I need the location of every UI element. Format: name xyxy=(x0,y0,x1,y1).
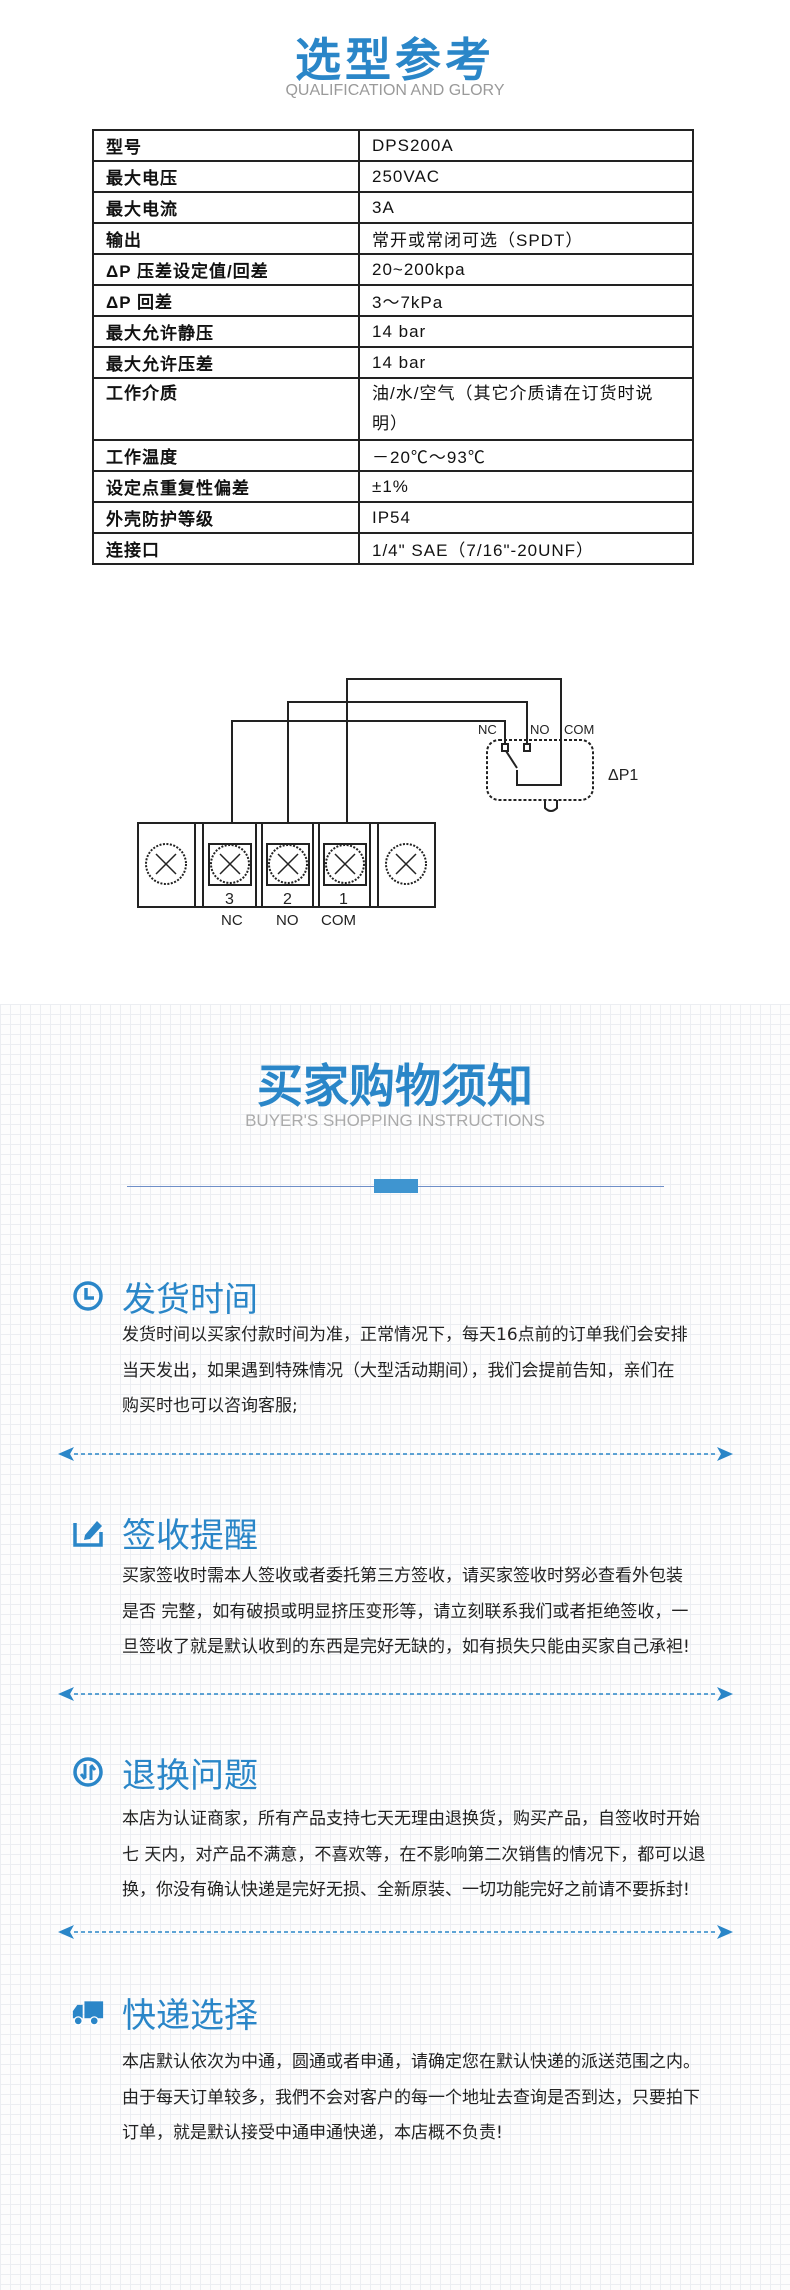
pressure-switch: NC NO COM ΔP1 xyxy=(478,722,638,812)
section-title: 发货时间 xyxy=(122,1279,258,1320)
instructions-subtitle: BUYER'S SHOPPING INSTRUCTIONS xyxy=(245,1111,545,1130)
edit-icon xyxy=(73,1521,103,1547)
spec-key: 最大电压 xyxy=(92,160,360,193)
spec-row: 工作介质油/水/空气（其它介质请在订货时说明） xyxy=(92,377,694,441)
section-courier: 快递选择 xyxy=(72,1992,258,2036)
spec-key: ΔP 压差设定值/回差 xyxy=(92,253,360,286)
spec-value: 油/水/空气（其它介质请在订货时说明） xyxy=(358,377,694,441)
wire-nc xyxy=(231,720,506,823)
wires xyxy=(231,678,562,823)
spec-value: 250VAC xyxy=(358,160,694,193)
terminal-block: 3 2 1 NC NO COM xyxy=(137,822,436,929)
spec-key: 最大电流 xyxy=(92,191,360,224)
section-body: 本店为认证商家，所有产品支持七天无理由退换货，购买产品，自签收时开始 七 天内，… xyxy=(122,1802,732,1909)
terminal-number-3: 3 xyxy=(225,891,234,908)
spec-row: 工作温度－20℃～93℃ xyxy=(92,439,694,472)
device-name: ΔP1 xyxy=(608,767,638,784)
section-body: 本店默认依次为中通，圆通或者申通，请确定您在默认快递的派送范围之内。 由于每天订… xyxy=(122,2045,732,2152)
section-receipt-reminder: 签收提醒 xyxy=(72,1512,258,1556)
device-label-com: COM xyxy=(564,722,594,737)
body-line: 买家签收时需本人签收或者委托第三方签收，请买家签收时努必查看外包装 xyxy=(122,1566,683,1586)
title-divider-block xyxy=(374,1179,418,1193)
selection-subtitle: QUALIFICATION AND GLORY xyxy=(285,82,505,99)
spec-value: 20~200kpa xyxy=(358,253,694,286)
spec-value: IP54 xyxy=(358,501,694,534)
exchange-icon xyxy=(73,1757,103,1787)
dashed-divider xyxy=(58,1687,733,1701)
body-line: 旦签收了就是默认收到的东西是完好无缺的，如有损失只能由买家自己承袒! xyxy=(122,1637,690,1657)
device-label-nc: NC xyxy=(478,722,497,737)
spec-value: 14 bar xyxy=(358,346,694,379)
instructions-background xyxy=(0,1004,790,2290)
spec-value: 3A xyxy=(358,191,694,224)
terminal-label-nc: NC xyxy=(221,912,243,929)
spec-key: 设定点重复性偏差 xyxy=(92,470,360,503)
wiring-diagram: NC NO COM ΔP1 3 2 1 NC NO COM xyxy=(137,678,638,929)
section-shipping-time: 发货时间 xyxy=(72,1276,258,1320)
body-line: 本店默认依次为中通，圆通或者申通，请确定您在默认快递的派送范围之内。 xyxy=(122,2052,700,2072)
spec-value: －20℃～93℃ xyxy=(358,439,694,472)
body-line: 本店为认证商家，所有产品支持七天无理由退换货，购买产品，自签收时开始 xyxy=(122,1809,700,1829)
section-body: 买家签收时需本人签收或者委托第三方签收，请买家签收时努必查看外包装 是否 完整，… xyxy=(122,1559,732,1666)
selection-title: 选型参考 xyxy=(295,33,495,87)
section-title: 快递选择 xyxy=(122,1995,258,2036)
terminal-label-com: COM xyxy=(321,912,356,929)
dashed-divider xyxy=(58,1925,733,1939)
body-line: 换，你没有确认快递是完好无损、全新原装、一切功能完好之前请不要拆封! xyxy=(122,1880,690,1900)
truck-icon xyxy=(72,2001,104,2026)
spec-key: 输出 xyxy=(92,222,360,255)
spec-value: 3～7kPa xyxy=(358,284,694,317)
body-line: 是否 完整，如有破损或明显挤压变形等，请立刻联系我们或者拒绝签收，一 xyxy=(122,1601,689,1622)
terminal-number-1: 1 xyxy=(339,891,348,908)
wire-no xyxy=(287,701,528,823)
spec-value: 1/4" SAE（7/16"-20UNF） xyxy=(358,532,694,565)
instructions-title: 买家购物须知 xyxy=(257,1059,533,1113)
terminal-number-2: 2 xyxy=(283,891,292,908)
spec-key: 工作介质 xyxy=(92,377,360,441)
section-title: 签收提醒 xyxy=(122,1515,258,1556)
spec-value: DPS200A xyxy=(358,129,694,162)
section-body: 发货时间以买家付款时间为准，正常情况下，每天16点前的订单我们会安排 当天发出，… xyxy=(122,1318,732,1425)
spec-key: 最大允许压差 xyxy=(92,346,360,379)
spec-key: 连接口 xyxy=(92,532,360,565)
section-title: 退换问题 xyxy=(122,1755,258,1796)
terminal-label-no: NO xyxy=(276,912,299,929)
spec-key: 最大允许静压 xyxy=(92,315,360,348)
body-line: 七 天内，对产品不满意，不喜欢等，在不影响第二次销售的情况下，都可以退 xyxy=(122,1844,706,1865)
spec-key: 型号 xyxy=(92,129,360,162)
body-line: 发货时间以买家付款时间为准，正常情况下，每天16点前的订单我们会安排 xyxy=(122,1325,688,1345)
spec-row: 输出常开或常闭可选（SPDT） xyxy=(92,222,694,255)
body-line: 订单，就是默认接受中通申通快递，本店概不负责! xyxy=(122,2123,503,2143)
dashed-divider xyxy=(58,1447,733,1461)
device-label-no: NO xyxy=(530,722,550,737)
spec-key: 外壳防护等级 xyxy=(92,501,360,534)
body-line: 当天发出，如果遇到特殊情况（大型活动期间），我们会提前告知，亲们在 xyxy=(122,1360,675,1381)
body-line: 购买时也可以咨询客服; xyxy=(122,1396,298,1416)
spec-row: 设定点重复性偏差±1% xyxy=(92,470,694,503)
body-line: 由于每天订单较多，我們不会对客户的每一个地址去查询是否到达，只要拍下 xyxy=(122,2087,700,2108)
spec-key: 工作温度 xyxy=(92,439,360,472)
spec-value: 14 bar xyxy=(358,315,694,348)
spec-value: 常开或常闭可选（SPDT） xyxy=(358,222,694,255)
spec-key: ΔP 回差 xyxy=(92,284,360,317)
section-returns: 退换问题 xyxy=(72,1752,258,1796)
spec-value: ±1% xyxy=(358,470,694,503)
clock-icon xyxy=(73,1281,103,1311)
